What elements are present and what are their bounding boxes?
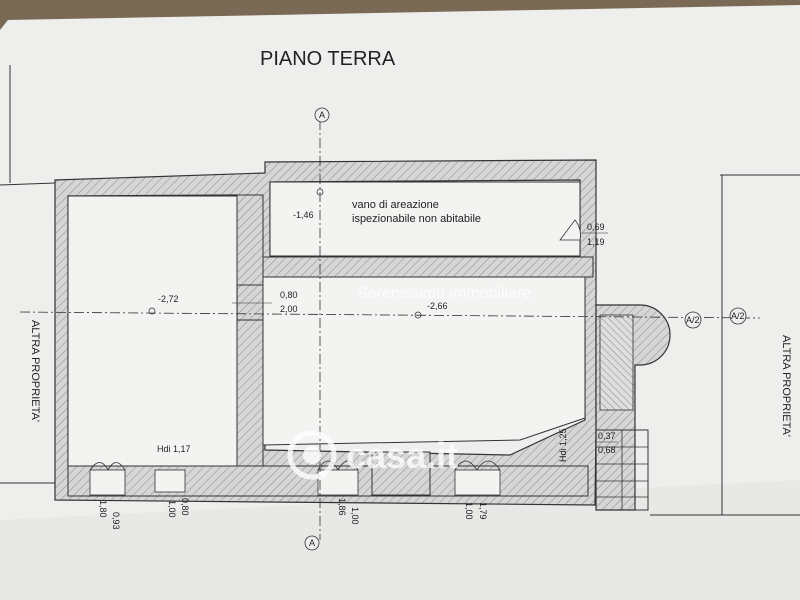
inner-wall-left xyxy=(236,194,264,286)
section-mark-bottom-label: A xyxy=(309,538,315,548)
right-small-dimension-group: 0,37 0,68 xyxy=(595,431,618,455)
opening-dimension-group: 0,80 2,00 xyxy=(232,290,298,314)
dim-hdi-right: Hdi 1,25 xyxy=(558,428,568,462)
left-boundary-line xyxy=(0,182,56,186)
level-vent-text: -1,46 xyxy=(293,210,314,220)
room-center xyxy=(262,276,586,446)
dim-bottom-4a: 1,00 xyxy=(464,502,474,520)
dim-bottom-2a: 0,80 xyxy=(180,498,190,516)
level-left-text: -2,72 xyxy=(158,294,179,304)
level-marker-vent: -1,46 xyxy=(293,188,324,220)
section-mark-top: A xyxy=(314,107,330,123)
section-line-horizontal xyxy=(19,311,761,319)
inner-wall-middle xyxy=(262,256,594,278)
section-mark-right-1: A/2 xyxy=(684,311,702,329)
casa-watermark-text: casa.it xyxy=(346,435,458,476)
pillar-bottom xyxy=(371,451,431,496)
side-label-left: ALTRA PROPRIETA' xyxy=(29,320,41,422)
plan-title: PIANO TERRA xyxy=(260,48,396,70)
casa-watermark: casa.it xyxy=(287,430,458,480)
level-marker-left: -2,72 xyxy=(148,294,179,315)
dim-hdi-left: Hdi 1,17 xyxy=(157,444,191,454)
inner-wall-left-lower xyxy=(236,319,264,471)
door-opening-1 xyxy=(89,469,126,496)
stair-inner xyxy=(599,314,634,411)
room-left xyxy=(67,195,238,467)
dim-bottom-2b: 1,00 xyxy=(167,500,177,518)
door-dimension-group: 0,69 1,19 xyxy=(582,222,608,247)
bottom-dimensions: 0,93 1,80 0,80 1,00 1,00 1,86 1,00 1,79 xyxy=(98,498,488,530)
level-marker-center: -2,66 xyxy=(414,301,448,319)
dim-right-small-a: 0,37 xyxy=(598,431,616,441)
dim-bottom-3a: 1,00 xyxy=(350,507,360,525)
dim-bottom-1a: 0,93 xyxy=(111,512,121,530)
section-mark-bottom: A xyxy=(304,535,320,551)
dim-bottom-4b: 1,79 xyxy=(478,502,488,520)
side-label-right: ALTRA PROPRIETA' xyxy=(780,335,792,437)
dim-opening-a: 0,80 xyxy=(280,290,298,300)
vent-space-label-2: ispezionabile non abitabile xyxy=(352,213,481,225)
section-mark-right-1-label: A/2 xyxy=(686,315,700,325)
dim-door-top-a: 0,69 xyxy=(587,222,605,232)
dim-door-top-b: 1,19 xyxy=(587,237,605,247)
dim-bottom-1b: 1,80 xyxy=(98,500,108,518)
section-mark-right-2-label: A/2 xyxy=(731,311,745,321)
vent-door-swing xyxy=(559,219,581,241)
level-center-text: -2,66 xyxy=(427,301,448,311)
window-opening-1 xyxy=(154,469,186,493)
agency-watermark: Serenissima immobiliare xyxy=(357,285,531,302)
dim-bottom-3b: 1,86 xyxy=(337,498,347,516)
section-mark-top-label: A xyxy=(319,110,325,120)
dim-right-small-b: 0,68 xyxy=(598,445,616,455)
vent-space-label-1: vano di areazione xyxy=(352,199,439,211)
stair-lower-frame xyxy=(595,429,649,511)
section-mark-right-2: A/2 xyxy=(729,307,747,325)
dim-opening-b: 2,00 xyxy=(280,304,298,314)
door-opening-3 xyxy=(454,469,501,496)
